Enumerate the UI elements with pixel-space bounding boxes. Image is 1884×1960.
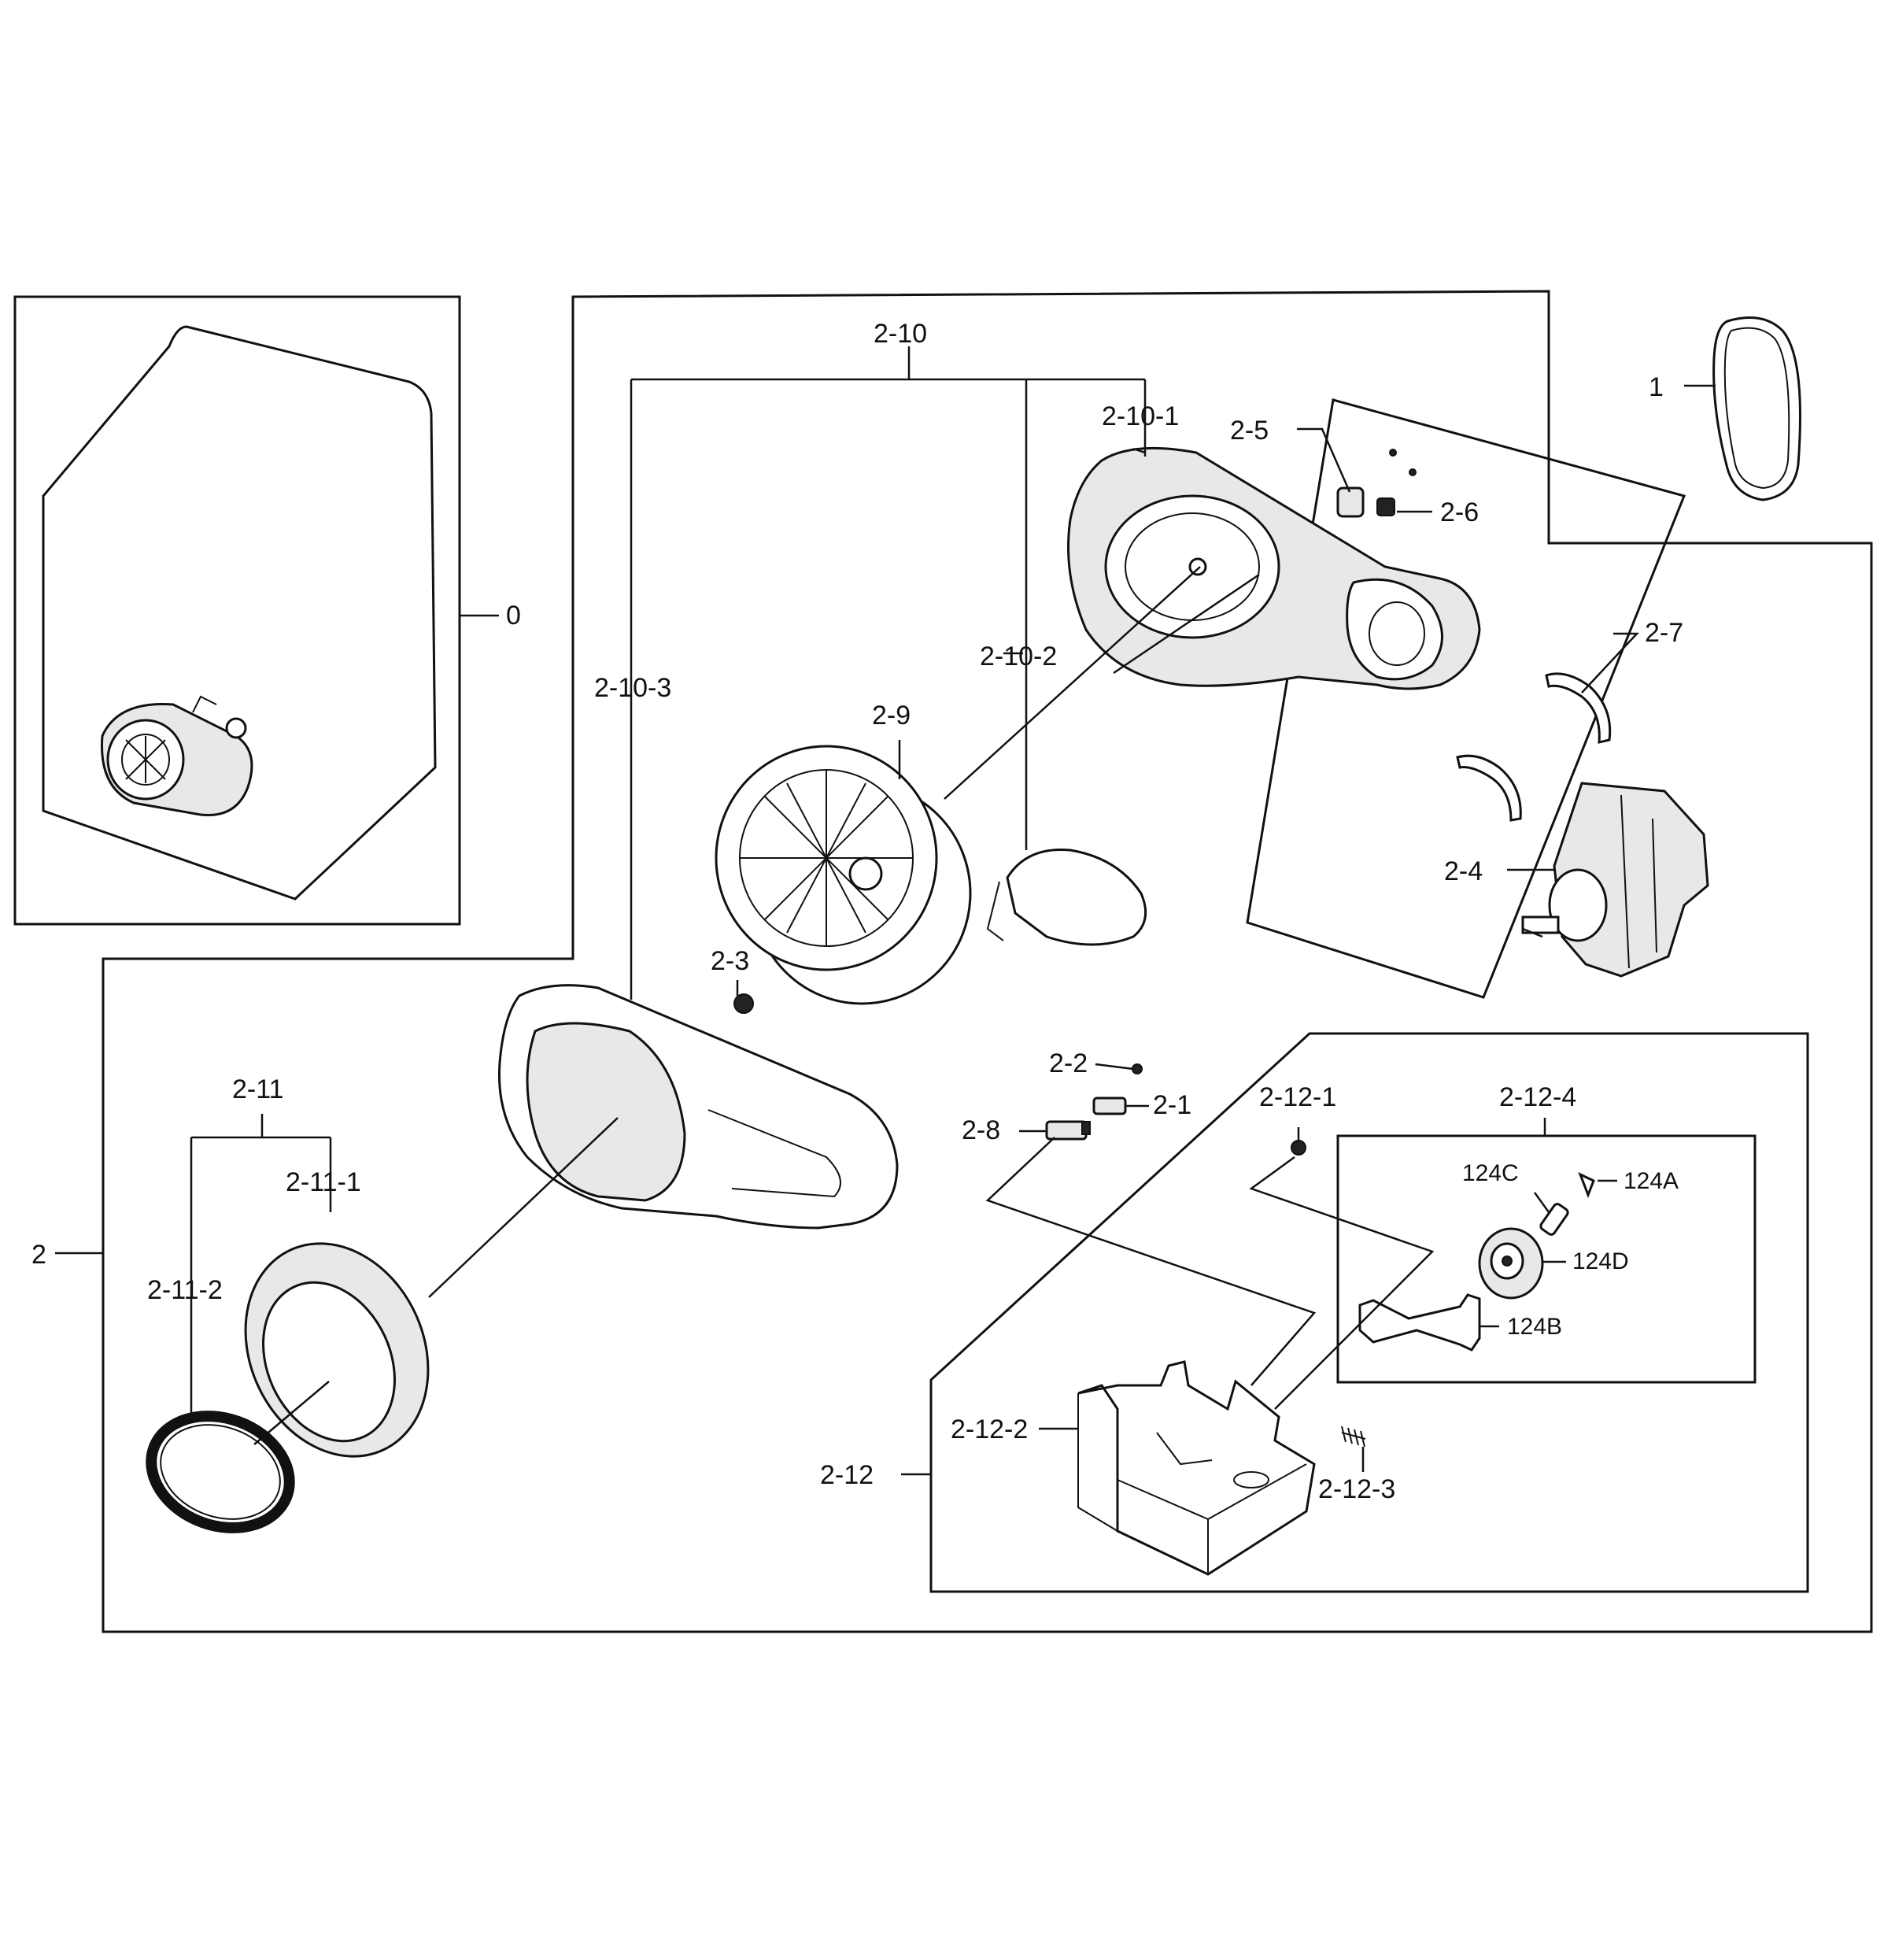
- thermostat-drawing: [1336, 449, 1417, 518]
- label-2-1: 2-1: [1153, 1090, 1191, 1120]
- label-2-10: 2-10: [874, 319, 927, 349]
- label-2-10-3: 2-10-3: [594, 673, 671, 703]
- felt-seal-drawing: [146, 1411, 295, 1533]
- thermistor-drawing: [1376, 497, 1395, 516]
- label-1: 1: [1649, 372, 1664, 402]
- bracket-group-frame: [929, 1032, 1809, 1593]
- front-ring-drawing: [244, 1242, 430, 1458]
- label-2: 2: [31, 1240, 46, 1270]
- blower-impeller-drawing: [715, 745, 972, 1005]
- label-2-7: 2-7: [1645, 618, 1683, 648]
- idler-clip-drawing: [1578, 1172, 1595, 1199]
- dryer-cabinet-drawing: [42, 325, 437, 900]
- label-2-10-1: 2-10-1: [1102, 401, 1179, 431]
- label-124A: 124A: [1624, 1168, 1679, 1194]
- label-124D: 124D: [1572, 1248, 1629, 1274]
- label-2-6: 2-6: [1440, 497, 1479, 527]
- motor-bracket-drawing: [1077, 1360, 1316, 1576]
- drive-motor-drawing: [1521, 782, 1709, 978]
- drive-belt-drawing: [1712, 316, 1801, 501]
- bracket-screw-drawing: [1291, 1140, 1306, 1156]
- label-0: 0: [506, 601, 521, 631]
- leader-lines: [55, 346, 1716, 1476]
- label-124B: 124B: [1507, 1314, 1562, 1340]
- motor-group-frame: [1246, 398, 1686, 999]
- label-2-11-1: 2-11-1: [286, 1167, 361, 1197]
- idler-shaft-drawing: [1539, 1203, 1569, 1236]
- label-2-12-1: 2-12-1: [1259, 1082, 1336, 1112]
- blower-assembly-thumbnail: [101, 695, 253, 817]
- label-2-12-3: 2-12-3: [1318, 1474, 1395, 1504]
- label-2-12-4: 2-12-4: [1499, 1082, 1576, 1112]
- label-2-5: 2-5: [1230, 416, 1269, 446]
- assembly-frame-0: [13, 295, 461, 926]
- motor-clamp-drawing: [1456, 672, 1612, 822]
- label-2-10-2: 2-10-2: [980, 642, 1057, 671]
- impeller-nut-drawing: [733, 993, 754, 1014]
- label-2-9: 2-9: [872, 701, 911, 730]
- switch-drawing: [1045, 1063, 1143, 1141]
- idler-spring-drawing: [1341, 1426, 1366, 1448]
- blower-housing-rear-drawing: [1067, 446, 1481, 690]
- part-labels: 0 1 2 2-10 2-10-1 2-10-2 2-10-3 2-5 2-6 …: [31, 319, 1683, 1504]
- blower-housing-front-drawing: [497, 984, 899, 1230]
- idler-bracket-drawing: [1358, 1293, 1481, 1352]
- idler-subgroup-frame: [1336, 1134, 1757, 1384]
- label-2-11: 2-11: [232, 1074, 284, 1104]
- label-2-11-2: 2-11-2: [147, 1275, 223, 1305]
- label-2-8: 2-8: [962, 1115, 1000, 1145]
- label-2-4: 2-4: [1444, 856, 1483, 886]
- assembly-frame-2: [102, 290, 1873, 1633]
- label-2-3: 2-3: [711, 946, 749, 976]
- blower-duct-drawing: [1006, 848, 1147, 946]
- label-2-12: 2-12: [820, 1460, 874, 1490]
- label-2-2: 2-2: [1049, 1048, 1088, 1078]
- label-124C: 124C: [1462, 1160, 1519, 1186]
- idler-pulley-drawing: [1478, 1227, 1544, 1300]
- label-2-12-2: 2-12-2: [951, 1415, 1028, 1444]
